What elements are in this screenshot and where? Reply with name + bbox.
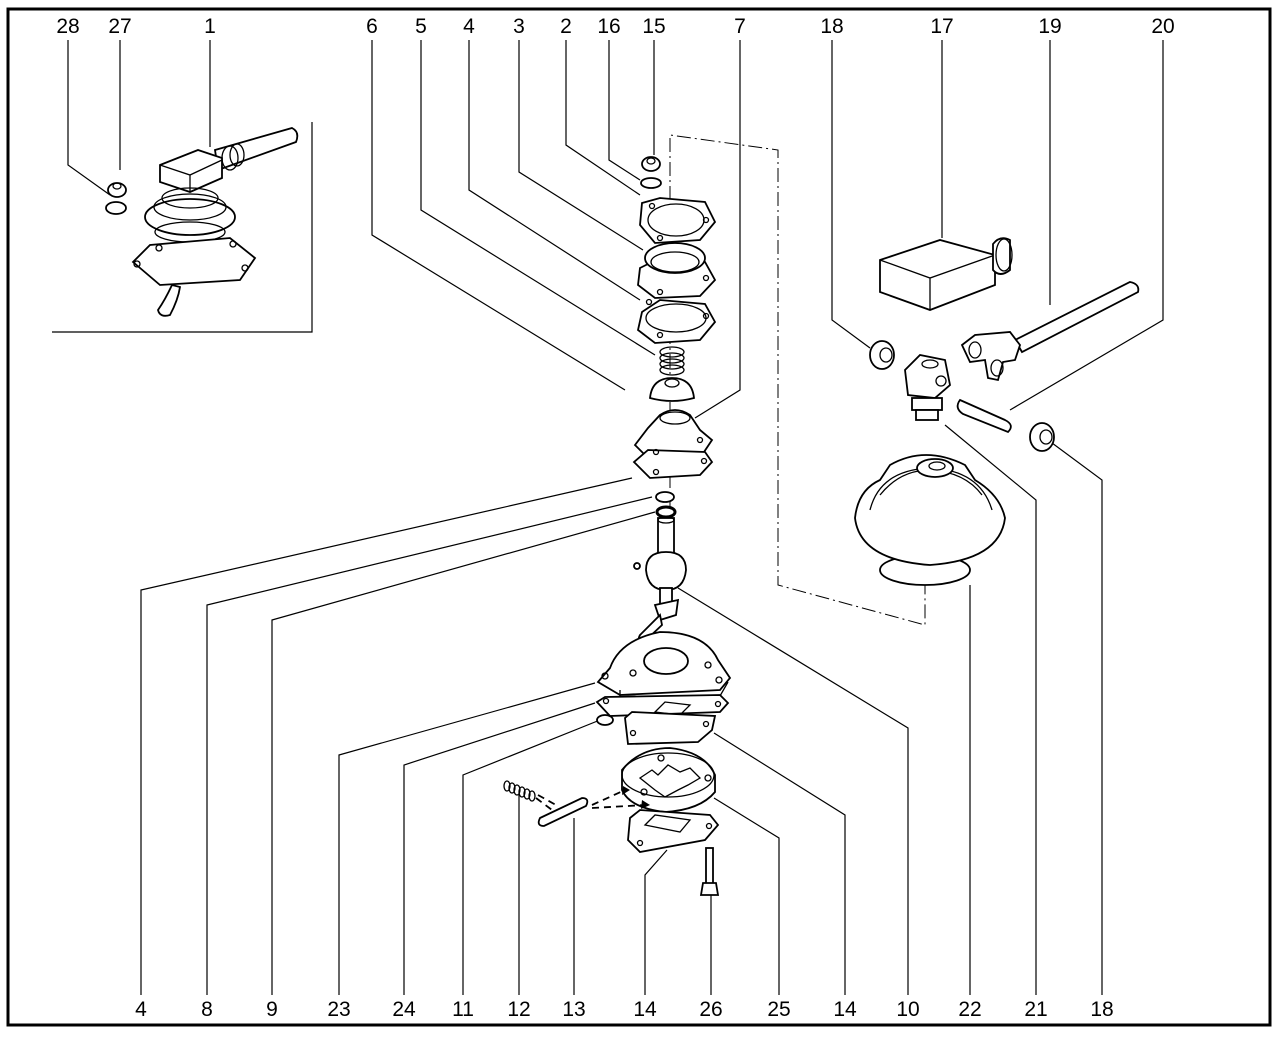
- swivel-block-21: [904, 354, 951, 421]
- callout-label: 18: [1090, 998, 1113, 1021]
- inset-lever-assembly: [52, 122, 313, 333]
- nut-27: [107, 182, 127, 198]
- central-stack: [503, 156, 732, 896]
- callout-label: 28: [56, 15, 79, 38]
- spring-5: [659, 346, 685, 376]
- callout-label: 27: [108, 15, 131, 38]
- callout-label: 4: [135, 998, 147, 1021]
- callout-label: 3: [513, 15, 525, 38]
- callout-label: 7: [734, 15, 746, 38]
- callout-label: 8: [201, 998, 213, 1021]
- callout-label: 12: [507, 998, 530, 1021]
- callout-label: 23: [327, 998, 350, 1021]
- base-housing-23: [596, 631, 732, 699]
- bearing-housing-3: [637, 242, 717, 299]
- callout-label: 15: [642, 15, 665, 38]
- callout-label: 9: [266, 998, 278, 1021]
- callout-label: 22: [958, 998, 981, 1021]
- gasket-4: [636, 298, 717, 344]
- callout-label: 11: [452, 998, 474, 1021]
- callout-label: 6: [366, 15, 378, 38]
- top-labels: 28 27 1 6 5 4 3 2 16 15 7 18 17 19 20: [56, 15, 1174, 38]
- callout-label: 10: [896, 998, 919, 1021]
- bolt-26: [699, 847, 720, 896]
- callout-label: 16: [597, 15, 620, 38]
- callout-label: 26: [699, 998, 722, 1021]
- callout-label: 5: [415, 15, 427, 38]
- callout-label: 18: [820, 15, 843, 38]
- callout-label: 24: [392, 998, 416, 1021]
- callout-label: 19: [1038, 15, 1061, 38]
- callout-label: 17: [930, 15, 953, 38]
- gasket-14-upper: [624, 711, 717, 745]
- right-parts: [854, 237, 1140, 586]
- bush-18-right: [1029, 422, 1055, 452]
- clevis-rod-19: [960, 281, 1140, 382]
- callout-label: 21: [1024, 998, 1047, 1021]
- callout-label: 13: [562, 998, 585, 1021]
- spring-seat-6: [649, 377, 695, 402]
- nut-15: [641, 156, 661, 172]
- callout-label: 1: [204, 15, 216, 38]
- bottom-labels: 4 8 9 23 24 11 12 13 14 26 25 14 10 22 2…: [135, 998, 1114, 1021]
- flange-plate-2: [639, 197, 717, 244]
- callout-label: 25: [767, 998, 790, 1021]
- washer-11: [596, 714, 614, 726]
- callout-label: 14: [833, 998, 857, 1021]
- detent-pin-13: [537, 797, 589, 827]
- pin-20: [956, 398, 1012, 434]
- knob-block-17: [879, 237, 1013, 311]
- gasket-14-lower: [627, 809, 720, 853]
- gate-plate-25: [621, 747, 716, 813]
- lever-housing-7: [632, 409, 714, 479]
- rubber-boot-22: [854, 454, 1006, 586]
- assembly-arrows: [535, 786, 650, 811]
- o-ring-9: [655, 505, 677, 519]
- callout-label: 4: [463, 15, 475, 38]
- diagram-border: [6, 7, 1272, 1027]
- spring-12: [503, 780, 536, 802]
- gear-lever-10: [633, 516, 687, 643]
- circlip-8: [655, 491, 675, 503]
- callout-label: 20: [1151, 15, 1174, 38]
- bush-18-left: [869, 340, 895, 370]
- washer-28: [105, 201, 127, 215]
- callout-label: 14: [633, 998, 657, 1021]
- leader-lines: [67, 40, 1164, 995]
- washer-16: [640, 177, 662, 189]
- callout-label: 2: [560, 15, 572, 38]
